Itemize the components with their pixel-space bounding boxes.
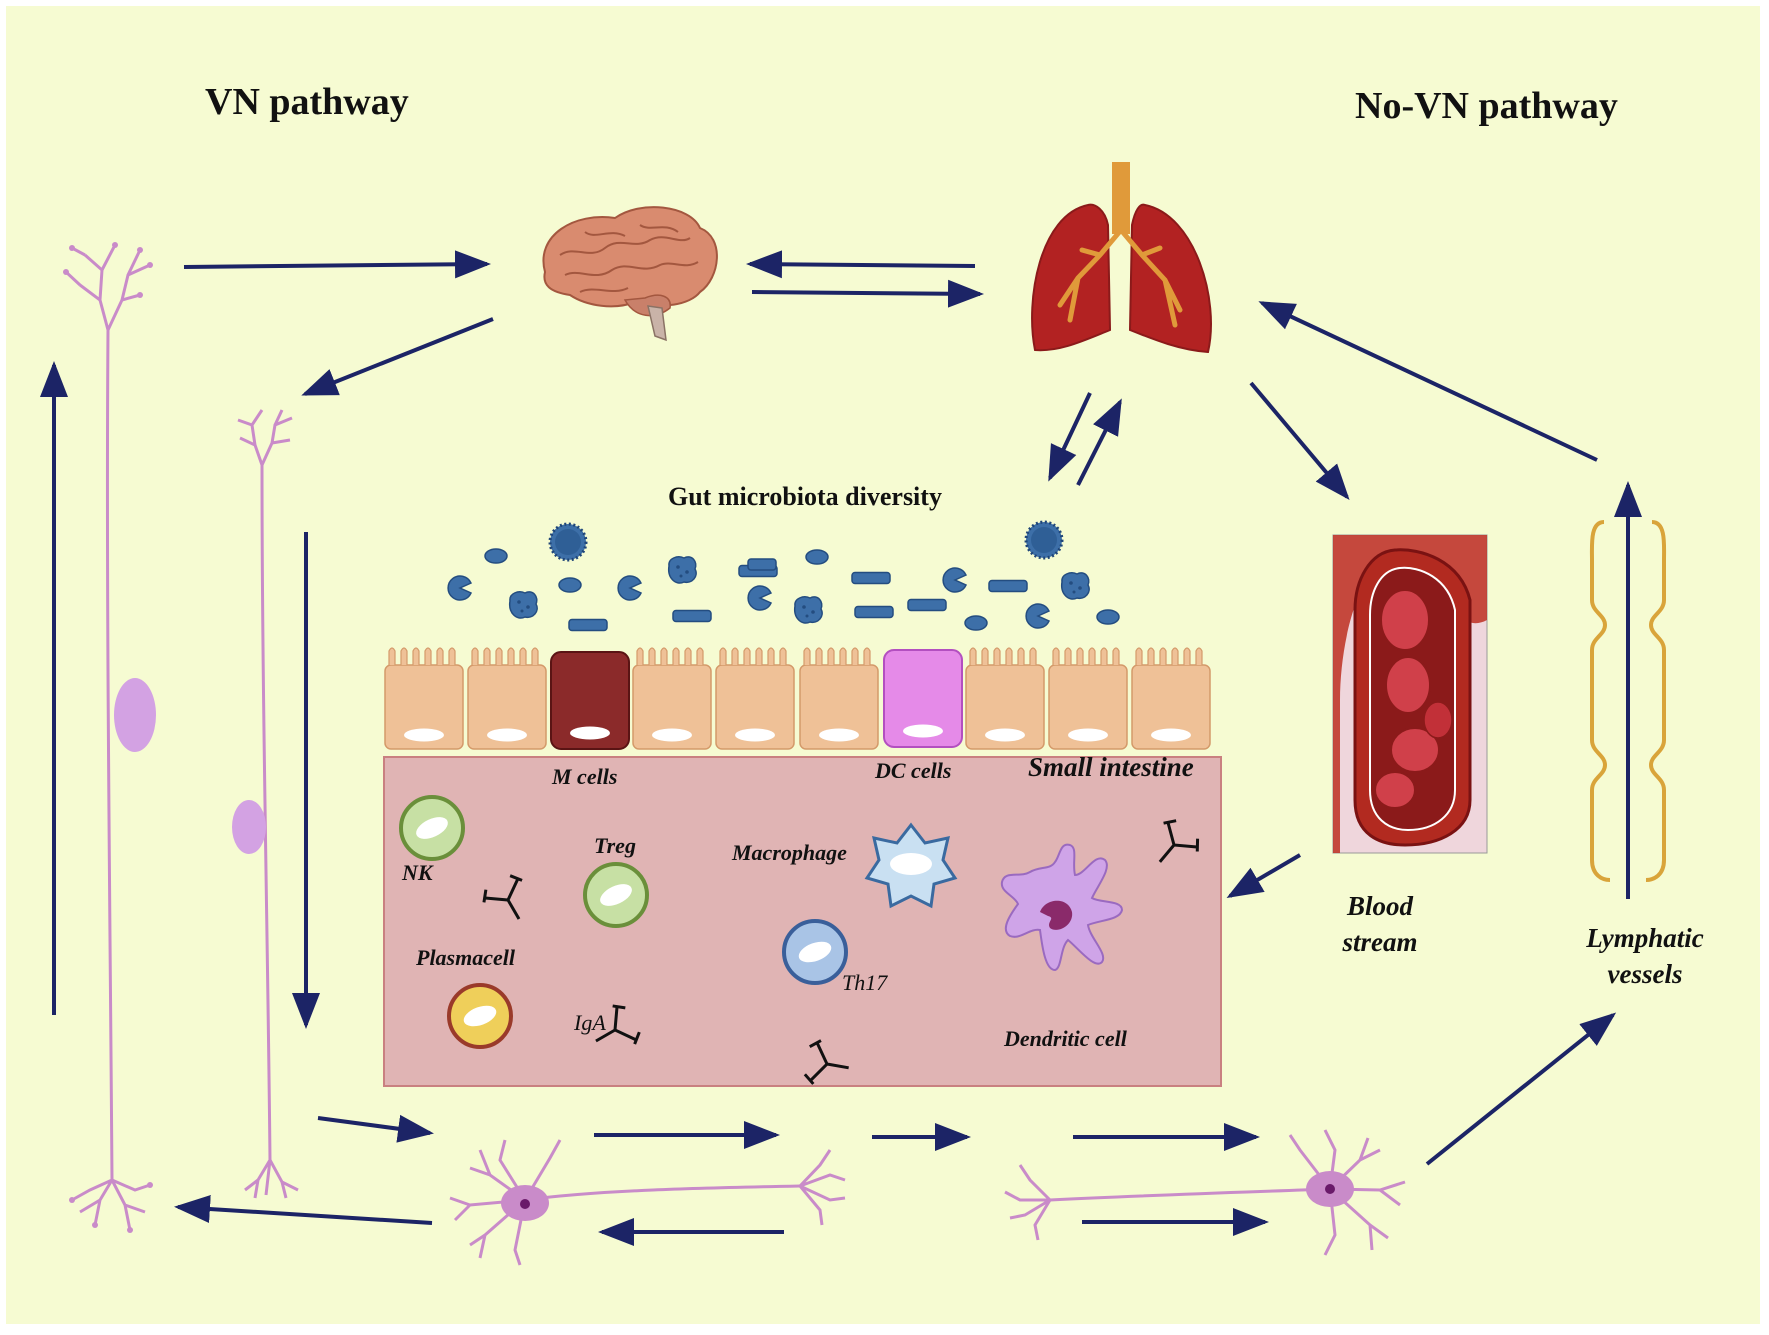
- dc-cells-label: DC cells: [875, 758, 952, 783]
- lymphatic-vessels-label: Lymphatic vessels: [1570, 920, 1720, 992]
- arrow-lung-to-blood: [1249, 381, 1350, 501]
- iga-label: IgA: [574, 1010, 606, 1035]
- arrow-brain-to-lung: [751, 279, 984, 308]
- pathway-arrows: [40, 250, 1642, 1246]
- arrow-to-left-neuron: [174, 1195, 433, 1225]
- neuron-soma-inner: [232, 800, 266, 854]
- dendritic-cell-label: Dendritic cell: [1004, 1026, 1127, 1051]
- th17-cell: [782, 919, 848, 985]
- gut-microbiota-heading: Gut microbiota diversity: [668, 482, 942, 511]
- arrow-brain-to-neuron: [301, 317, 494, 396]
- arrow-neuron-to-brain: [183, 250, 491, 279]
- neuron-soma-outer: [114, 678, 156, 752]
- lungs-icon: [1031, 162, 1212, 354]
- m-cells-label: M cells: [552, 764, 618, 789]
- blood-stream-label-line2: stream: [1342, 927, 1418, 957]
- enteric-neuron-left: [449, 1139, 846, 1266]
- dendritic-cell: [1000, 843, 1124, 972]
- lymphatic-vessels-label-line1: Lymphatic: [1586, 923, 1704, 953]
- blood-stream-label-line1: Blood: [1346, 891, 1413, 921]
- lymphatic-vessels-label-line2: vessels: [1607, 959, 1683, 989]
- vagus-neuron-outer: [64, 244, 151, 1231]
- vn-pathway-title: VN pathway: [205, 81, 409, 123]
- arrow-lung-to-brain: [746, 250, 976, 279]
- arrow-neuron-to-lymph: [1425, 1012, 1617, 1166]
- arrow-blood-to-intestine: [1226, 853, 1302, 899]
- plasma-cell: [447, 983, 513, 1049]
- macrophage-cell: [864, 822, 958, 909]
- nk-label: NK: [402, 860, 433, 885]
- th17-label: Th17: [842, 970, 888, 995]
- dc-cell-epithelial: [883, 649, 963, 748]
- m-cell: [550, 651, 630, 750]
- arrow-lung-to-gut: [1048, 392, 1092, 482]
- gut-microbiota: [447, 520, 1120, 632]
- arrow-to-enteric-neuron: [317, 1114, 434, 1143]
- no-vn-pathway-title: No-VN pathway: [1355, 85, 1618, 127]
- enteric-neuron-right: [1004, 1129, 1406, 1256]
- small-intestine-label: Small intestine: [1028, 752, 1194, 782]
- nk-cell: [399, 795, 465, 861]
- treg-cell: [583, 862, 649, 928]
- brain-icon: [542, 206, 718, 342]
- arrow-gut-to-lung: [1076, 398, 1122, 486]
- vagus-neuron-outer-nodes: [63, 242, 153, 1233]
- plasmacell-label: Plasmacell: [416, 945, 515, 970]
- treg-label: Treg: [594, 833, 636, 858]
- macrophage-label: Macrophage: [732, 840, 847, 865]
- blood-vessel-image: [1332, 534, 1488, 854]
- lymphatic-vessel: [1589, 520, 1667, 882]
- blood-stream-label: Blood stream: [1330, 888, 1430, 960]
- arrow-lymph-to-lung: [1258, 301, 1598, 462]
